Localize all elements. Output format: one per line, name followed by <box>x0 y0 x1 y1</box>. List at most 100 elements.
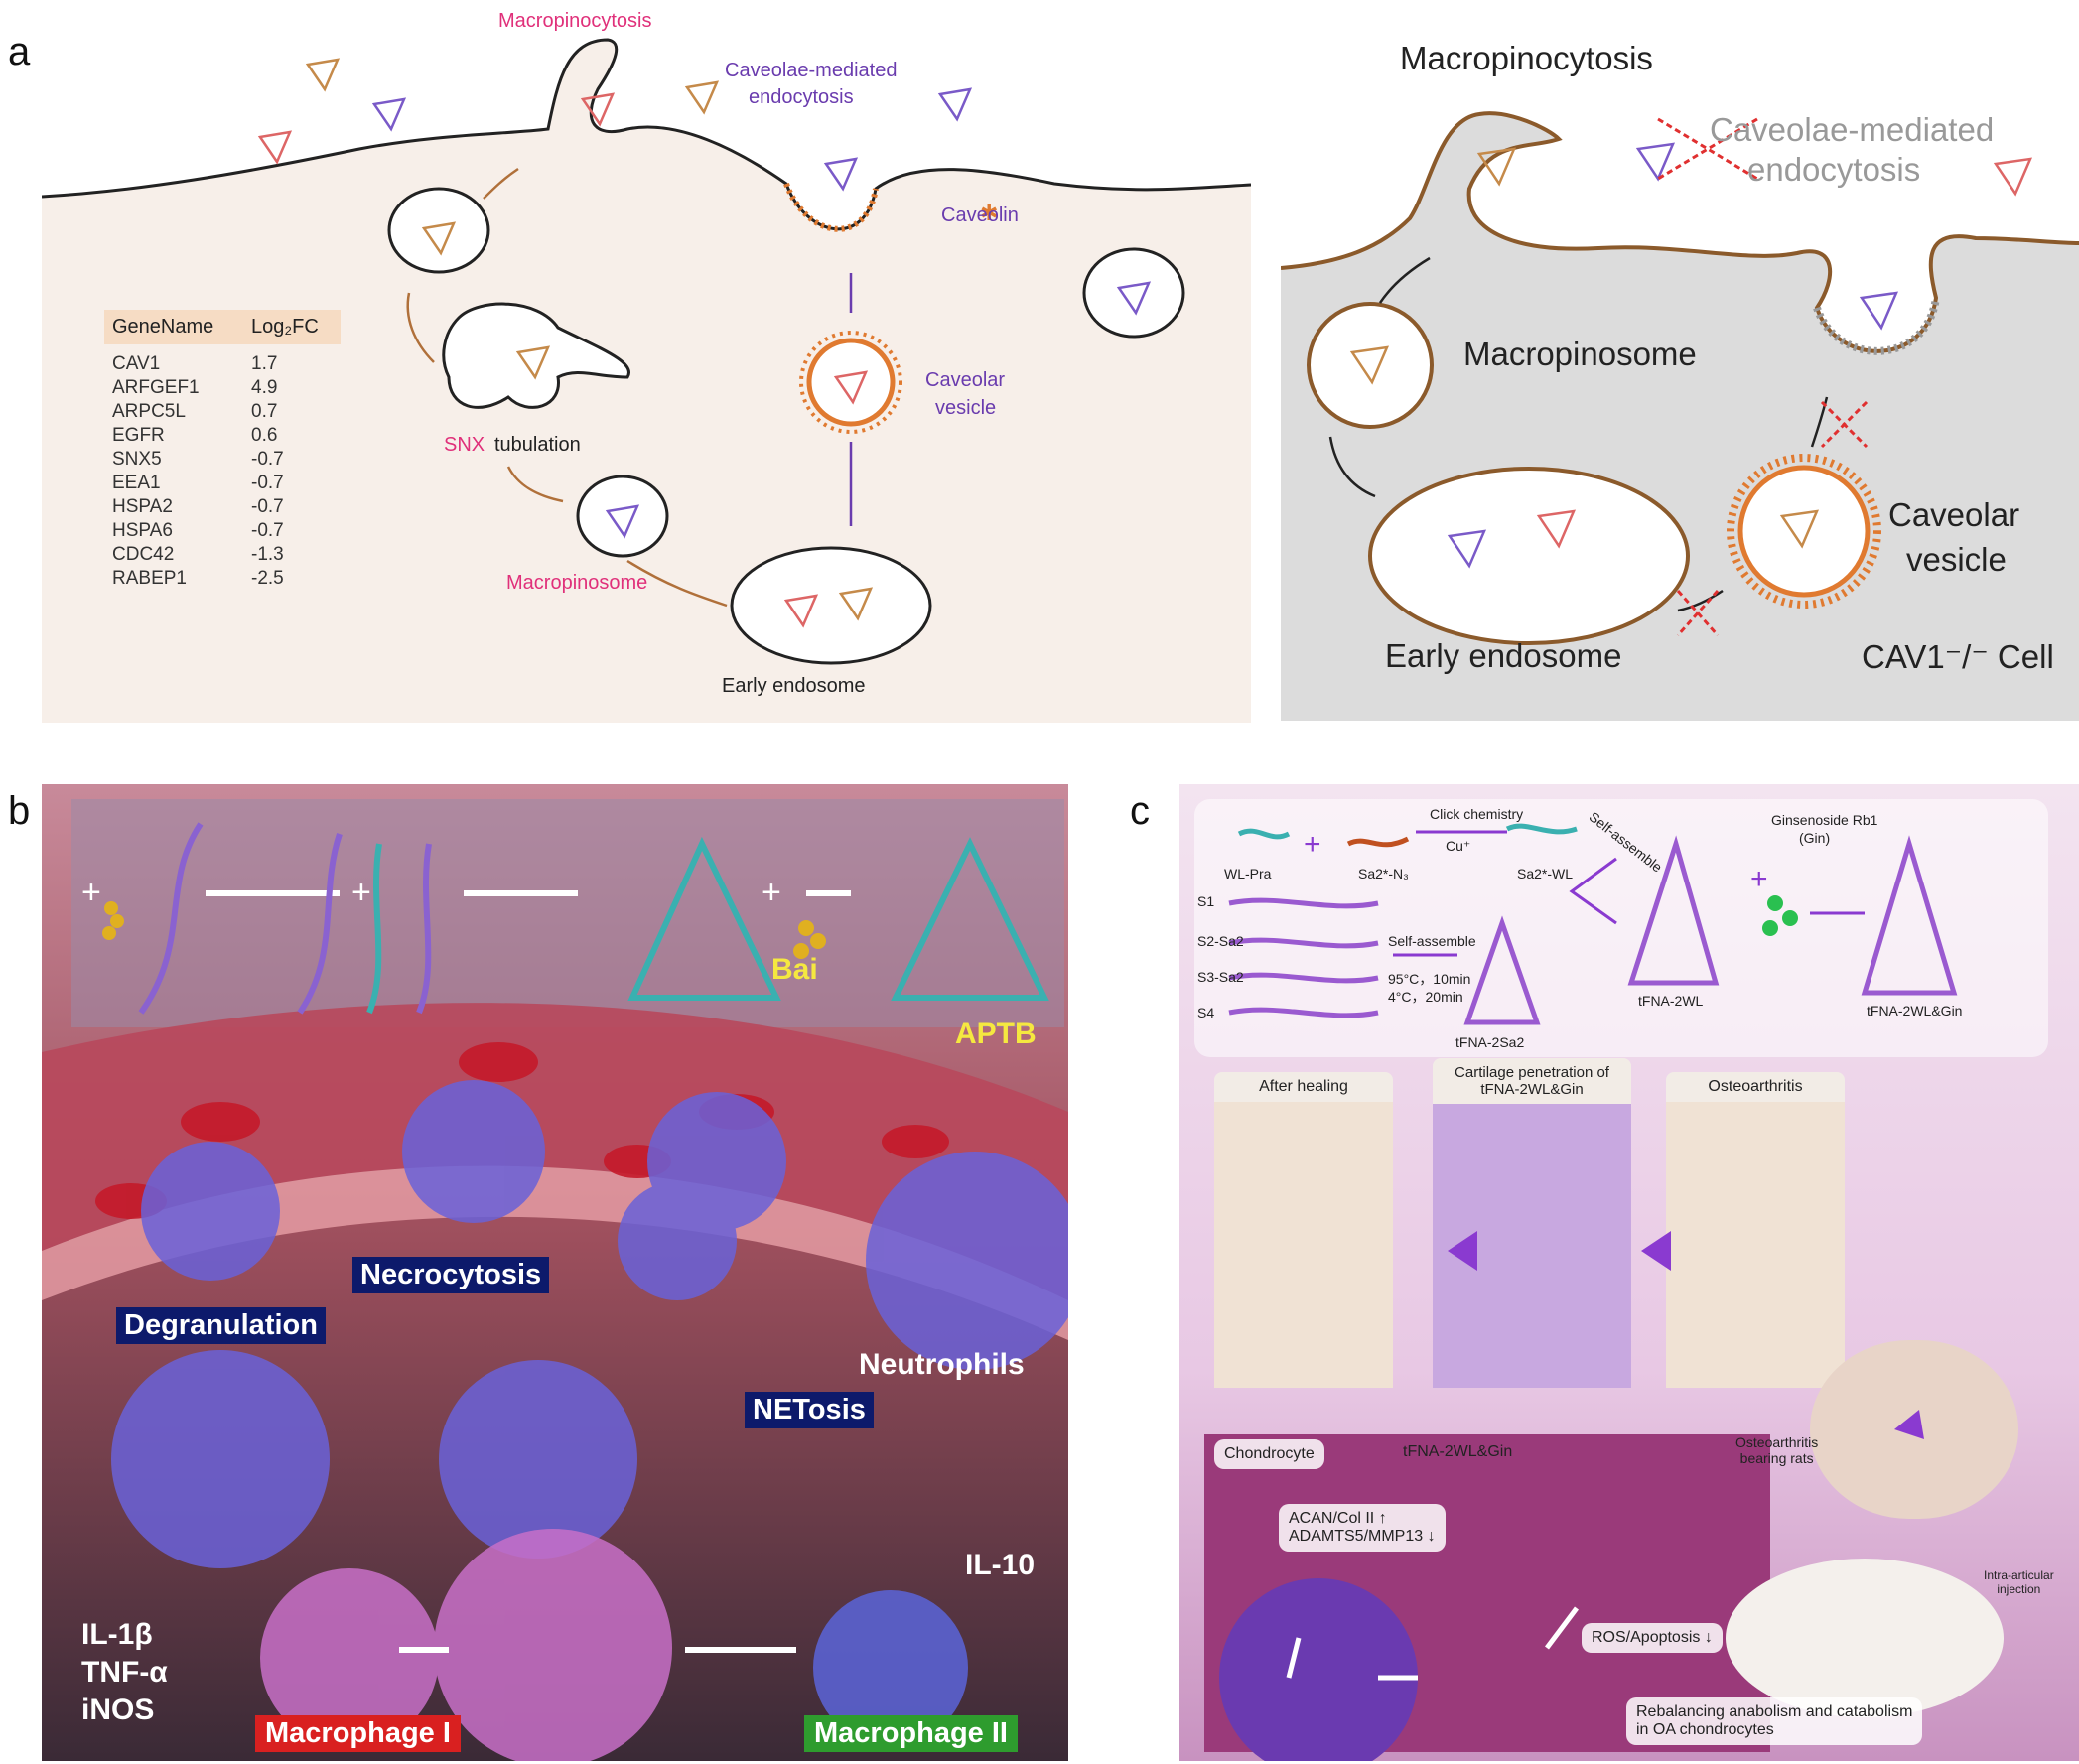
gene-table-header: GeneName Log₂FC <box>104 310 341 344</box>
gene-name: ARPC5L <box>112 401 186 422</box>
table-row: ARPC5L 0.7 <box>104 400 341 424</box>
panel-b: + + + Bai APTB Necrocytosis Degranulatio… <box>42 784 1068 1761</box>
gene-fc: -0.7 <box>251 449 284 470</box>
label-early-endosome: Early endosome <box>722 675 866 697</box>
label-condition-2: 4°C，20min <box>1388 989 1463 1005</box>
label-acan: ACAN/Col II ↑ <box>1289 1510 1387 1527</box>
label-cu: Cu⁺ <box>1446 838 1471 854</box>
label-adamts: ADAMTS5/MMP13 ↓ <box>1289 1528 1436 1545</box>
label-necrocytosis: Necrocytosis <box>352 1257 550 1293</box>
label-macropinocytosis: Macropinocytosis <box>498 10 652 32</box>
gene-name: SNX5 <box>112 449 162 470</box>
gene-name: CDC42 <box>112 544 175 565</box>
label-rebalancing: Rebalancing anabolism and catabolism in … <box>1626 1697 1923 1745</box>
table-row: CDC42 -1.3 <box>104 543 341 567</box>
label-snx: SNX <box>444 434 485 456</box>
label-aptb: APTB <box>955 1018 1037 1050</box>
panel-c-illustration: + + <box>1179 784 2079 1761</box>
gene-fc: 4.9 <box>251 377 278 398</box>
table-row: RABEP1 -2.5 <box>104 567 341 591</box>
gene-name: EEA1 <box>112 473 161 493</box>
svg-text:✱: ✱ <box>980 201 998 225</box>
label-r-endocytosis: endocytosis <box>1747 151 1921 188</box>
label-r-vesicle: vesicle <box>1906 541 2007 578</box>
table-row: EGFR 0.6 <box>104 424 341 448</box>
label-degranulation: Degranulation <box>116 1307 326 1344</box>
tab-cartilage-penetration: Cartilage penetration of tFNA-2WL&Gin <box>1433 1058 1631 1104</box>
gene-fc: -0.7 <box>251 496 284 517</box>
label-oa-rats-2: bearing rats <box>1739 1450 1814 1466</box>
gene-fc: 1.7 <box>251 353 278 374</box>
label-tfna-2wl-gin: tFNA-2WL&Gin <box>1867 1003 1963 1018</box>
label-injection: Intra-articular injection <box>1984 1568 2054 1596</box>
label-macrophage-1: Macrophage I <box>255 1715 461 1752</box>
gene-fc: -2.5 <box>251 568 284 589</box>
label-s4: S4 <box>1197 1005 1215 1020</box>
table-row: EEA1 -0.7 <box>104 472 341 495</box>
label-oa-rats: Osteoarthritis bearing rats <box>1735 1434 1818 1466</box>
panel-a-right: Macropinocytosis Caveolae-mediated endoc… <box>1281 40 2079 721</box>
table-row: CAV1 1.7 <box>104 352 341 376</box>
table-row: SNX5 -0.7 <box>104 448 341 472</box>
label-wl-pra: WL-Pra <box>1224 866 1272 882</box>
panel-letter-c: c <box>1130 789 1150 833</box>
svg-text:+: + <box>1750 863 1768 895</box>
gene-table-header-fc: Log₂FC <box>251 316 319 338</box>
label-macropinosome: Macropinosome <box>506 572 648 594</box>
gene-name: EGFR <box>112 425 165 446</box>
label-ginsenoside: Ginsenoside Rb1 <box>1771 812 1878 828</box>
label-bai: Bai <box>771 953 818 986</box>
svg-text:+: + <box>762 874 781 911</box>
gene-fc: -0.7 <box>251 473 284 493</box>
svg-text:+: + <box>1304 828 1321 861</box>
svg-text:+: + <box>351 874 371 911</box>
tab-osteoarthritis: Osteoarthritis <box>1666 1072 1845 1102</box>
label-tfna-2wl: tFNA-2WL <box>1638 993 1704 1009</box>
label-macrophage-2: Macrophage II <box>804 1715 1018 1752</box>
panel-a-right-illustration <box>1281 111 2079 721</box>
svg-text:+: + <box>81 874 101 911</box>
gene-fc: 0.7 <box>251 401 278 422</box>
gene-table-header-name: GeneName <box>112 316 214 338</box>
label-endocytosis: endocytosis <box>749 86 854 108</box>
label-r-early-endosome: Early endosome <box>1385 637 1622 674</box>
label-il1b: IL-1β <box>81 1618 153 1651</box>
panel-c: + + WL-Pra Sa2*-N₃ Click chemistry Cu⁺ S… <box>1179 784 2079 1761</box>
label-self-assemble-2: Self-assemble <box>1388 933 1476 949</box>
label-injection-2: injection <box>1997 1582 2041 1596</box>
label-s2: S2-Sa2 <box>1197 933 1244 949</box>
label-r-macropinosome: Macropinosome <box>1463 336 1697 372</box>
label-chondrocyte: Chondrocyte <box>1214 1439 1324 1469</box>
label-r-caveolar: Caveolar <box>1888 496 2020 533</box>
panel-letter-a: a <box>8 30 31 73</box>
gene-fc: 0.6 <box>251 425 278 446</box>
label-tfna-2wl-gin-2: tFNA-2WL&Gin <box>1403 1443 1513 1460</box>
label-oa-rats-1: Osteoarthritis <box>1735 1434 1819 1450</box>
panel-a-left: ✱ Macropinocytosis Caveolae-mediated end… <box>42 0 1251 723</box>
label-neutrophils: Neutrophils <box>859 1348 1025 1381</box>
label-sa2-n3: Sa2*-N₃ <box>1358 866 1409 882</box>
panel-a-left-illustration: ✱ <box>42 38 1251 723</box>
gene-name: HSPA2 <box>112 496 173 517</box>
label-tnfa: TNF-α <box>81 1656 168 1689</box>
gene-name: RABEP1 <box>112 568 187 589</box>
label-tubulation: tubulation <box>494 434 581 456</box>
label-condition-1: 95°C，10min <box>1388 971 1471 987</box>
label-sa2-wl: Sa2*-WL <box>1517 866 1574 882</box>
gene-name: CAV1 <box>112 353 161 374</box>
label-r-macropinocytosis: Macropinocytosis <box>1400 40 1653 76</box>
tab-cartilage-line-2: tFNA-2WL&Gin <box>1480 1081 1584 1098</box>
table-row: HSPA6-0.7 <box>104 519 341 543</box>
label-vesicle: vesicle <box>935 397 997 419</box>
label-caveolin: Caveolin <box>941 204 1019 226</box>
label-caveolar: Caveolar <box>925 369 1006 391</box>
tab-cartilage-line-1: Cartilage penetration of <box>1455 1064 1609 1081</box>
gene-fc: -1.3 <box>251 544 284 565</box>
label-r-cav1-cell: CAV1⁻/⁻ Cell <box>1862 638 2054 675</box>
label-tfna-2sa2: tFNA-2Sa2 <box>1455 1034 1525 1050</box>
gene-name: HSPA6 <box>112 520 173 541</box>
panel-letter-b: b <box>8 789 31 833</box>
label-rebalancing-1: Rebalancing anabolism and catabolism <box>1636 1703 1913 1720</box>
